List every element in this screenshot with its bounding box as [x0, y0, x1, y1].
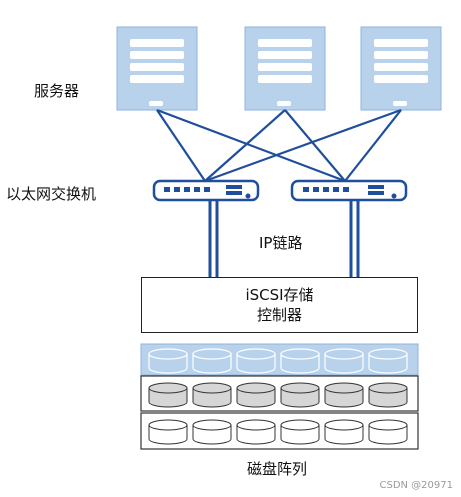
switch-icon [152, 179, 260, 202]
iscsi-controller: iSCSI存储 控制器 [141, 277, 418, 333]
disk-array [140, 343, 419, 450]
server-icon [116, 26, 198, 111]
controller-label-line1: iSCSI存储 [245, 286, 314, 304]
disk-array-label: 磁盘阵列 [247, 460, 308, 478]
server-icon [360, 26, 442, 111]
network-links [156, 108, 402, 183]
controller-label-line2: 控制器 [256, 306, 302, 324]
ip-links [208, 200, 360, 278]
watermark: CSDN @20971 [379, 480, 453, 491]
servers-label: 服务器 [34, 82, 80, 100]
server-icon [244, 26, 326, 111]
switches-label: 以太网交换机 [6, 185, 97, 203]
switch-icon [290, 179, 408, 202]
ip-link-label: IP链路 [259, 234, 303, 252]
